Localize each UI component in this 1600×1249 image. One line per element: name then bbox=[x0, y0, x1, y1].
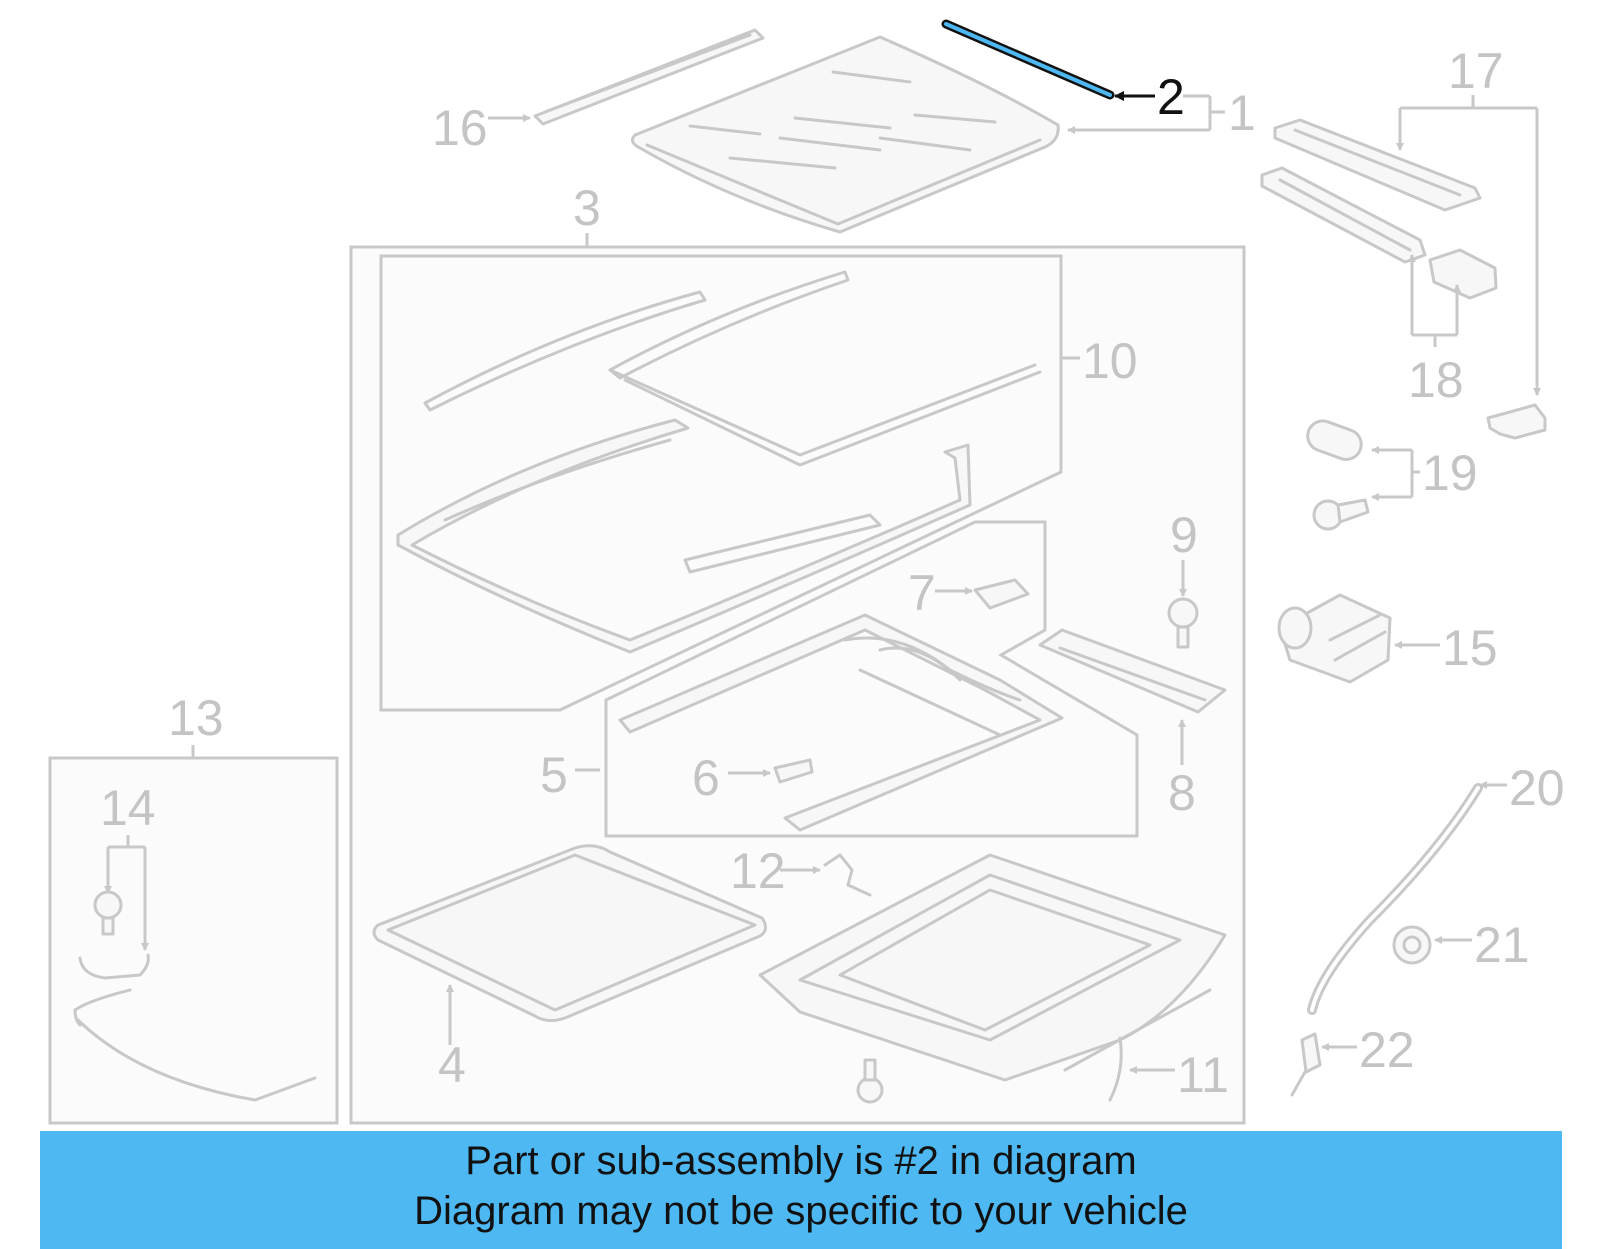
part-20-drain-hose: 20 bbox=[1307, 760, 1565, 1015]
callout-13: 13 bbox=[168, 690, 224, 746]
screw-icon bbox=[93, 890, 123, 920]
callout-15: 15 bbox=[1442, 620, 1498, 676]
callout-2: 2 bbox=[1157, 69, 1185, 125]
callout-18: 18 bbox=[1408, 352, 1464, 408]
part-18-brackets: 18 bbox=[1408, 254, 1464, 408]
part-12-clip: 12 bbox=[730, 843, 872, 899]
part-17-rails: 17 bbox=[1260, 43, 1547, 440]
part-15-motor: 15 bbox=[1277, 593, 1498, 684]
part-4-sunshade: 4 bbox=[372, 844, 767, 1093]
callout-5: 5 bbox=[540, 747, 568, 803]
callout-11: 11 bbox=[1177, 1047, 1229, 1103]
part-19-plug-clip: 19 bbox=[1306, 419, 1478, 531]
part-21-clip: 21 bbox=[1392, 917, 1530, 973]
part-1-glass-panel: 1 bbox=[630, 35, 1256, 234]
banner-line-2: Diagram may not be specific to your vehi… bbox=[414, 1189, 1188, 1233]
callout-22: 22 bbox=[1359, 1022, 1415, 1078]
part-8-bracket: 8 bbox=[1038, 628, 1227, 821]
callout-20: 20 bbox=[1509, 760, 1565, 816]
callout-6: 6 bbox=[692, 750, 720, 806]
callout-4: 4 bbox=[438, 1037, 466, 1093]
info-banner: Part or sub-assembly is #2 in diagram Di… bbox=[40, 1131, 1562, 1249]
callout-8: 8 bbox=[1168, 765, 1196, 821]
part-11-housing: 11 bbox=[758, 853, 1229, 1104]
part-22-valve: 22 bbox=[1290, 1022, 1415, 1097]
part-16-deflector: 16 bbox=[432, 28, 765, 156]
callout-10: 10 bbox=[1082, 333, 1138, 389]
callout-12: 12 bbox=[730, 843, 786, 899]
callout-7: 7 bbox=[908, 565, 936, 621]
part-2-weatherstrip-highlighted: 2 bbox=[941, 19, 1185, 125]
part-6-guide: 6 bbox=[692, 750, 814, 806]
assembly-13-box: 13 14 bbox=[48, 690, 339, 1125]
callout-17: 17 bbox=[1448, 43, 1504, 99]
callout-21: 21 bbox=[1474, 917, 1530, 973]
callout-14: 14 bbox=[100, 780, 156, 836]
banner-line-1: Part or sub-assembly is #2 in diagram bbox=[465, 1139, 1137, 1183]
part-10-seals-group: 10 bbox=[379, 254, 1138, 712]
callout-16: 16 bbox=[432, 100, 488, 156]
callout-1: 1 bbox=[1228, 85, 1256, 141]
callout-9: 9 bbox=[1170, 507, 1198, 563]
callout-19: 19 bbox=[1422, 445, 1478, 501]
part-9-bolt: 9 bbox=[1167, 507, 1199, 649]
part-7-clip: 7 bbox=[908, 565, 1030, 621]
callout-3: 3 bbox=[573, 180, 601, 236]
